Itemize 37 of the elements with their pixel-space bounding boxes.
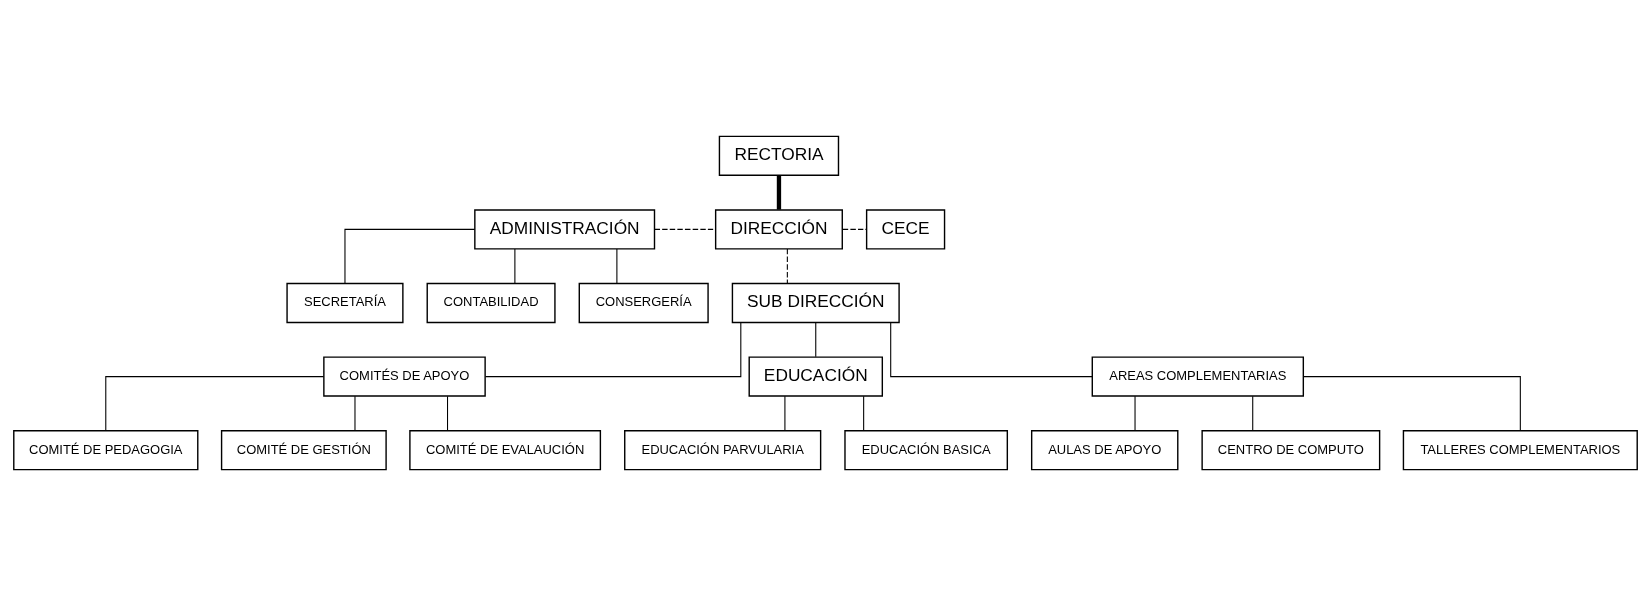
node-box: SUB DIRECCIÓN <box>731 282 900 323</box>
connector <box>786 248 788 284</box>
connector <box>862 395 864 431</box>
node-box: CECE <box>865 208 945 250</box>
node-box: COMITÉ DE EVALAUCIÓN <box>408 429 601 470</box>
connector <box>814 321 816 357</box>
connector <box>484 321 741 377</box>
node-box: EDUCACIÓN BASICA <box>843 429 1008 470</box>
node-box: EDUCACIÓN PARVULARIA <box>623 429 821 470</box>
connector <box>513 248 515 284</box>
connector <box>1134 395 1136 431</box>
node-box: COMITÉ DE PEDAGOGIA <box>12 429 198 470</box>
node-box: SECRETARÍA <box>285 282 404 323</box>
connector <box>1302 375 1521 431</box>
node-box: CONSERGERÍA <box>578 282 709 323</box>
connector <box>446 395 448 431</box>
connector <box>889 321 1093 377</box>
node-box: COMITÉ DE GESTIÓN <box>220 429 387 470</box>
connector <box>615 248 617 284</box>
node-box: RECTORIA <box>718 135 839 176</box>
connector <box>353 395 356 431</box>
node-box: CONTABILIDAD <box>426 282 556 323</box>
connector <box>104 375 324 431</box>
node-box: ADMINISTRACIÓN <box>473 208 655 250</box>
connector <box>343 228 475 284</box>
node-box: EDUCACIÓN <box>748 355 883 397</box>
connector <box>1251 395 1253 431</box>
node-box: TALLERES COMPLEMENTARIOS <box>1402 429 1638 470</box>
node-box: DIRECCIÓN <box>714 208 843 250</box>
connector <box>841 228 867 230</box>
node-box: AREAS COMPLEMENTARIAS <box>1091 355 1304 397</box>
node-box: CENTRO DE COMPUTO <box>1200 429 1380 470</box>
connector <box>776 175 781 210</box>
node-box: COMITÉS DE APOYO <box>322 355 486 397</box>
connector <box>653 228 716 230</box>
connector <box>783 395 785 431</box>
node-box: AULAS DE APOYO <box>1030 429 1178 470</box>
